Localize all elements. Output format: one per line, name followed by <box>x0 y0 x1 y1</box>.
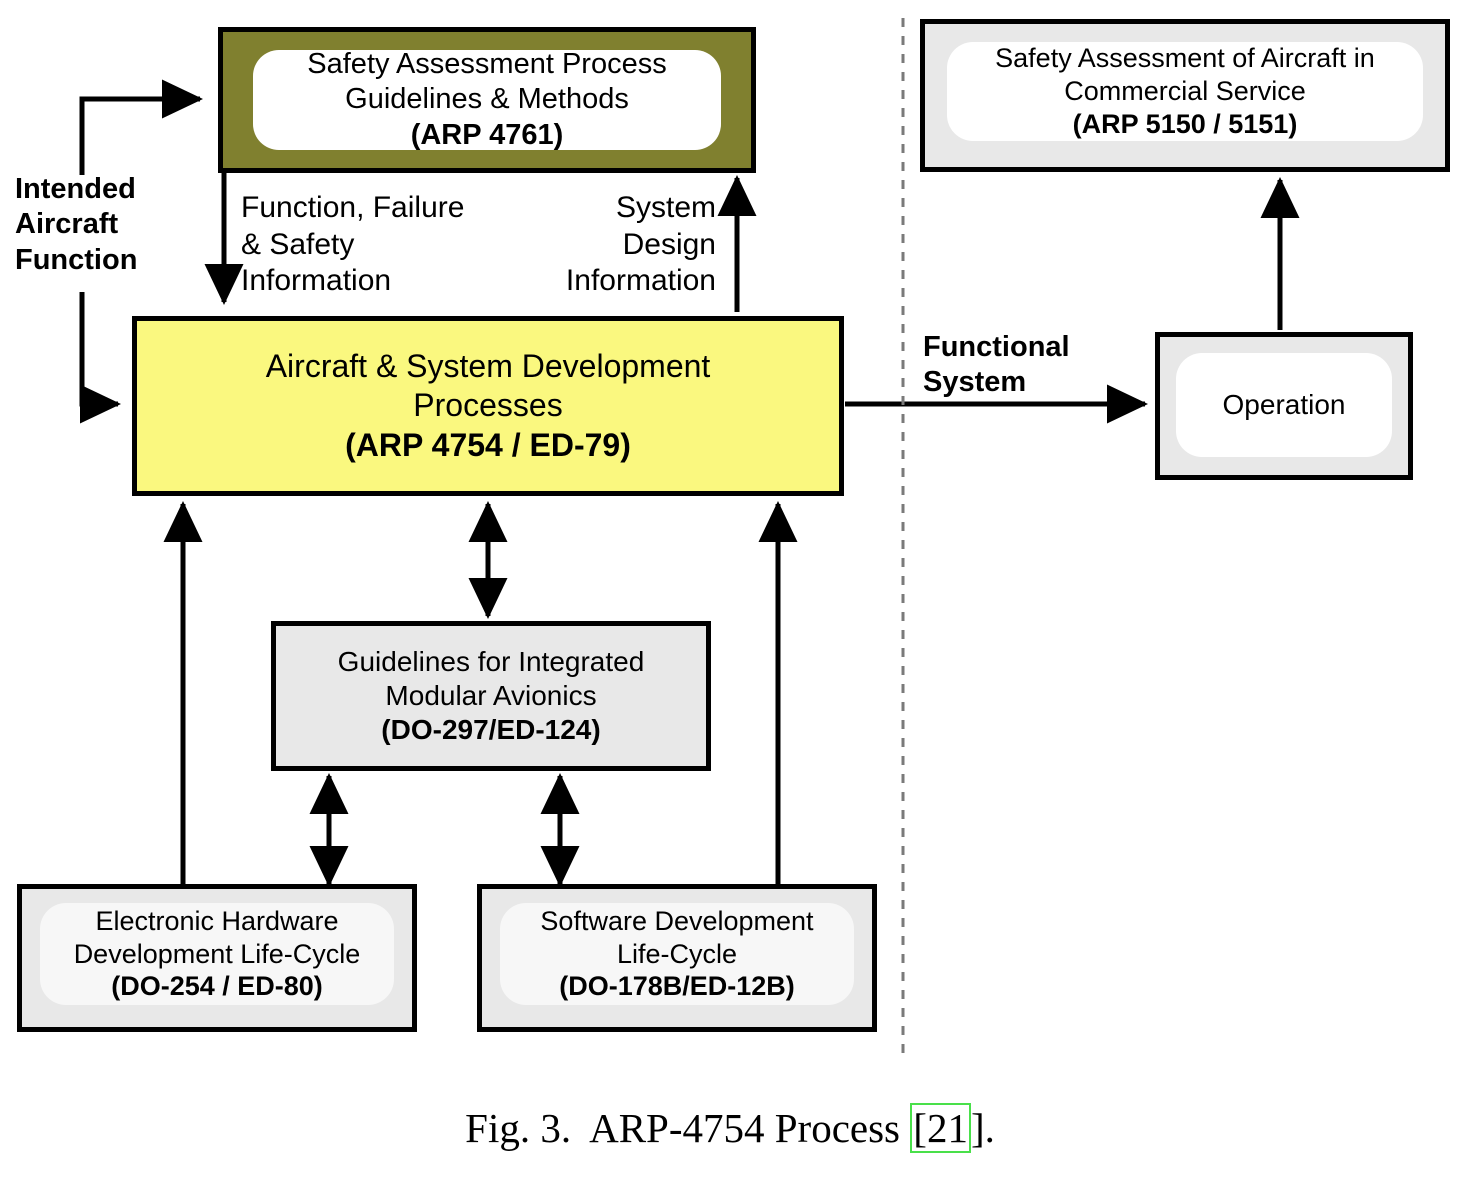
node-line-3: (ARP 5150 / 5151) <box>1072 108 1298 139</box>
node-line-3: (DO-254 / ED-80) <box>111 971 323 1002</box>
caption-prefix: Fig. 3. <box>465 1105 572 1151</box>
node-line-3: (ARP 4754 / ED-79) <box>345 426 631 463</box>
node-line-2: Processes <box>413 387 563 424</box>
node-inner-panel: Operation <box>1176 353 1392 457</box>
node-line-2: Modular Avionics <box>385 679 597 711</box>
node-line-1: Electronic Hardware <box>95 905 339 936</box>
node-line-1: Operation <box>1222 388 1346 420</box>
node-line-3: (DO-178B/ED-12B) <box>559 971 795 1002</box>
node-line-1: Software Development <box>540 905 814 936</box>
caption-ref-close: ]. <box>970 1105 995 1151</box>
node-inner-panel: Guidelines for Integrated Modular Avioni… <box>286 634 696 758</box>
node-inner-panel: Aircraft & System Development Processes … <box>145 329 831 483</box>
node-line-2: Life-Cycle <box>616 938 738 969</box>
label-function-failure-safety: Function, Failure & Safety Information <box>241 191 465 298</box>
node-inner-panel: Safety Assessment Process Guidelines & M… <box>253 47 721 151</box>
figure-caption: Fig. 3. ARP-4754 Process [21]. <box>0 1103 1460 1153</box>
node-operation[interactable]: Operation <box>1155 332 1413 480</box>
node-inner-panel: Software Development Life-Cycle (DO-178B… <box>500 903 854 1005</box>
caption-reference[interactable]: [21 <box>910 1103 971 1153</box>
node-integrated-modular-avionics[interactable]: Guidelines for Integrated Modular Avioni… <box>271 621 711 771</box>
node-line-1: Guidelines for Integrated <box>337 645 645 677</box>
node-line-1: Safety Assessment Process <box>307 47 667 80</box>
node-inner-panel: Electronic Hardware Development Life-Cyc… <box>40 903 394 1005</box>
node-inner-panel: Safety Assessment of Aircraft in Commerc… <box>947 42 1423 141</box>
node-line-1: Aircraft & System Development <box>265 348 711 385</box>
node-software-development[interactable]: Software Development Life-Cycle (DO-178B… <box>477 884 877 1032</box>
label-intended-aircraft-function: Intended Aircraft Function <box>15 173 138 276</box>
caption-ref-open: [ <box>913 1105 927 1151</box>
node-line-2: Guidelines & Methods <box>345 83 629 116</box>
node-electronic-hardware[interactable]: Electronic Hardware Development Life-Cyc… <box>17 884 417 1032</box>
node-commercial-service[interactable]: Safety Assessment of Aircraft in Commerc… <box>920 19 1450 172</box>
node-line-2: Development Life-Cycle <box>73 938 361 969</box>
caption-ref-number: 21 <box>926 1105 968 1151</box>
node-line-3: (ARP 4761) <box>410 118 564 151</box>
node-line-3: (DO-297/ED-124) <box>381 714 601 746</box>
edge-intended-function-to-arp4754 <box>79 292 122 424</box>
node-safety-assessment-process[interactable]: Safety Assessment Process Guidelines & M… <box>218 27 756 173</box>
edge-intended-function-to-arp4761 <box>79 79 204 175</box>
label-functional-system: Functional System <box>923 331 1070 399</box>
node-aircraft-system-development[interactable]: Aircraft & System Development Processes … <box>132 316 844 496</box>
node-line-1: Safety Assessment of Aircraft in <box>995 43 1375 74</box>
label-system-design-information: System Design Information <box>565 191 716 298</box>
caption-title: ARP-4754 Process <box>589 1105 901 1151</box>
node-line-2: Commercial Service <box>1064 76 1306 107</box>
